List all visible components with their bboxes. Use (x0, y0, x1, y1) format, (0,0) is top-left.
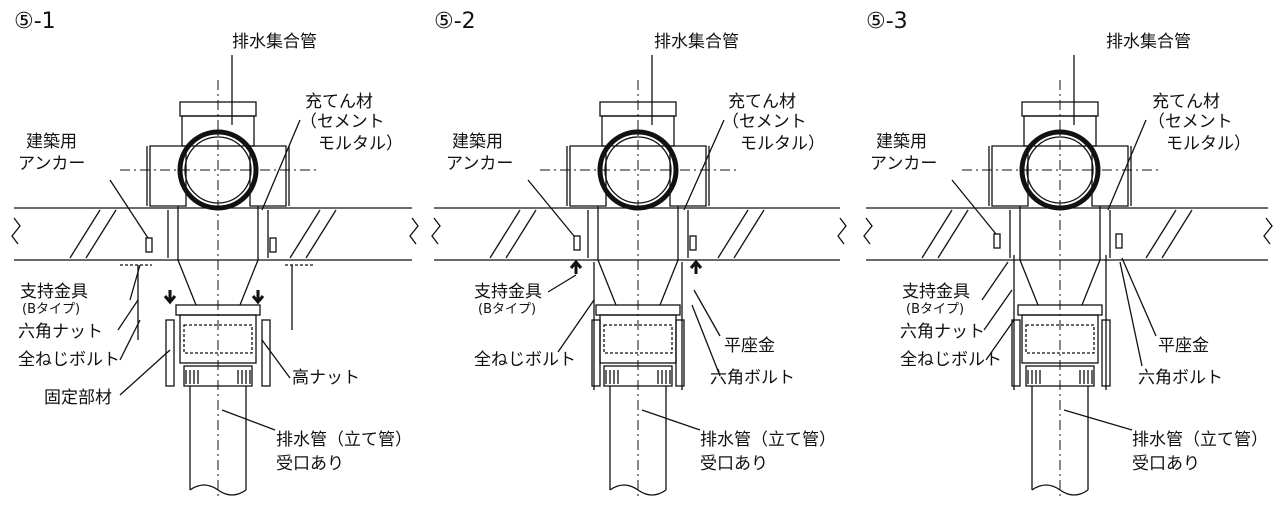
label-filler-sub2: モルタル） (1166, 134, 1251, 154)
label-btype: (Bタイプ) (906, 302, 965, 317)
label-filler-sub2: モルタル） (318, 134, 403, 154)
label-collector: 排水集合管 (1106, 32, 1191, 52)
label-hexbolt: 六角ボルト (710, 368, 795, 388)
drawing-5-3 (863, 55, 1273, 500)
label-anchor-2: アンカー (870, 154, 938, 174)
panel-title: ⑤-3 (866, 9, 908, 34)
label-btype: (Bタイプ) (478, 302, 537, 317)
label-filler-sub1: （セメント (1148, 112, 1233, 132)
panel-5-1: ⑤-1 排水集合管 充てん材 （セメント モルタル） 建築用 アンカー 支持金具… (0, 0, 428, 507)
label-pipe-2: 受口あり (276, 454, 344, 474)
label-filler-sub2: モルタル） (740, 134, 825, 154)
label-allbolt: 全ねじボルト (900, 350, 1002, 370)
panel-title: ⑤-2 (434, 9, 476, 34)
label-pipe-1: 排水管（立て管） (700, 430, 836, 450)
label-washer: 平座金 (724, 336, 775, 356)
label-hexbolt: 六角ボルト (1138, 368, 1223, 388)
label-pipe-1: 排水管（立て管） (276, 430, 412, 450)
panel-5-2: ⑤-2 排水集合管 充てん材 （セメント モルタル） 建築用 アンカー 支持金具… (428, 0, 856, 507)
label-collector: 排水集合管 (232, 32, 317, 52)
label-hexnut: 六角ナット (18, 322, 103, 342)
label-allbolt: 全ねじボルト (474, 350, 576, 370)
label-anchor-1: 建築用 (876, 132, 927, 152)
label-filler: 充てん材 (305, 92, 373, 112)
panel-title: ⑤-1 (14, 9, 56, 34)
drawing-5-1 (11, 55, 419, 500)
label-pipe-2: 受口あり (1132, 454, 1200, 474)
label-collector: 排水集合管 (654, 32, 739, 52)
label-allbolt: 全ねじボルト (18, 350, 120, 370)
label-fixing: 固定部材 (44, 388, 112, 408)
label-filler: 充てん材 (728, 92, 796, 112)
label-hexnut: 六角ナット (900, 322, 985, 342)
label-pipe-1: 排水管（立て管） (1132, 430, 1268, 450)
label-anchor-1: 建築用 (26, 132, 77, 152)
label-support: 支持金具 (20, 282, 88, 302)
label-highnut: 高ナット (292, 368, 360, 388)
label-support: 支持金具 (474, 282, 542, 302)
label-anchor-2: アンカー (446, 154, 514, 174)
label-washer: 平座金 (1158, 336, 1209, 356)
label-filler-sub1: （セメント (722, 112, 807, 132)
label-filler: 充てん材 (1152, 92, 1220, 112)
label-support: 支持金具 (902, 282, 970, 302)
label-btype: (Bタイプ) (22, 302, 81, 317)
label-filler-sub1: （セメント (300, 112, 385, 132)
label-pipe-2: 受口あり (700, 454, 768, 474)
panel-5-3: ⑤-3 排水集合管 充てん材 （セメント モルタル） 建築用 アンカー 支持金具… (856, 0, 1284, 507)
drawing-5-2 (431, 55, 847, 500)
label-anchor-2: アンカー (18, 154, 86, 174)
label-anchor-1: 建築用 (452, 132, 503, 152)
